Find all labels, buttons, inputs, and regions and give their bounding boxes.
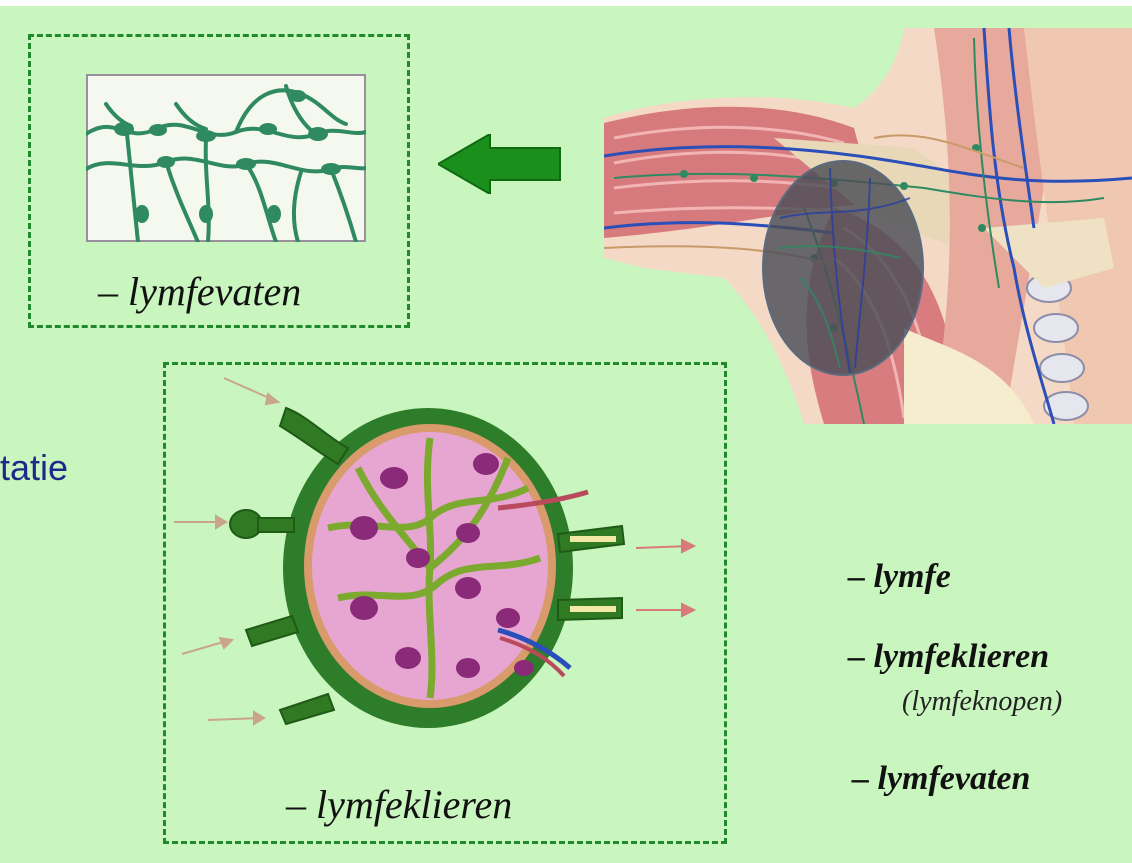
list-label: lymfe — [874, 558, 951, 595]
top-strip — [0, 0, 1132, 6]
list-label: lymfeklieren — [874, 638, 1050, 675]
list-dash: – — [848, 638, 865, 675]
list-dash: – — [852, 760, 869, 797]
list-item-lymfevaten: – lymfevaten — [852, 760, 1030, 798]
list-item-lymfeklieren: – lymfeklieren — [848, 638, 1049, 676]
lymph-nodes-caption: – lymfeklieren — [286, 781, 512, 828]
lymph-node-illustration — [168, 368, 708, 748]
list-item-lymfeknopen-sub: (lymfeknopen) — [902, 686, 1062, 718]
list-item-lymfe: – lymfe — [848, 558, 951, 596]
arrow-left-icon — [438, 134, 562, 194]
lymph-vessels-caption: – lymfevaten — [98, 268, 301, 315]
lymph-vessel-network-illustration — [86, 74, 366, 242]
list-label: lymfevaten — [878, 760, 1031, 797]
partial-heading-text: tatie — [0, 447, 68, 489]
highlight-ellipse — [760, 158, 926, 378]
list-dash: – — [848, 558, 865, 595]
